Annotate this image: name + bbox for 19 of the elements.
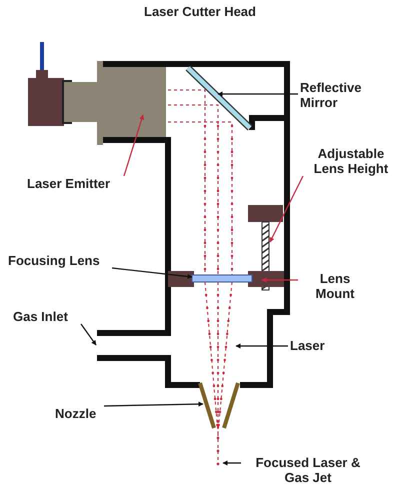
leader-line: [262, 278, 298, 282]
part-label: Laser Emitter: [27, 176, 122, 191]
leader-line: [80, 324, 96, 346]
part-label: Lens Mount: [300, 271, 370, 301]
part-label: Nozzle: [55, 406, 102, 421]
leader-line: [123, 114, 144, 176]
leader-line: [222, 460, 241, 466]
leader-line: [112, 267, 192, 279]
leader-line: [218, 92, 298, 96]
leader-line: [104, 402, 204, 407]
part-label: Gas Inlet: [13, 309, 79, 324]
part-label: Reflective Mirror: [300, 80, 390, 110]
leader-line: [269, 176, 304, 242]
part-label: Focused Laser & Gas Jet: [243, 455, 373, 485]
part-label: Laser: [290, 338, 335, 353]
diagram-title: Laser Cutter Head: [143, 4, 257, 19]
part-label: Focusing Lens: [8, 253, 110, 268]
part-label: Adjustable Lens Height: [305, 146, 397, 176]
leader-line: [236, 344, 288, 348]
